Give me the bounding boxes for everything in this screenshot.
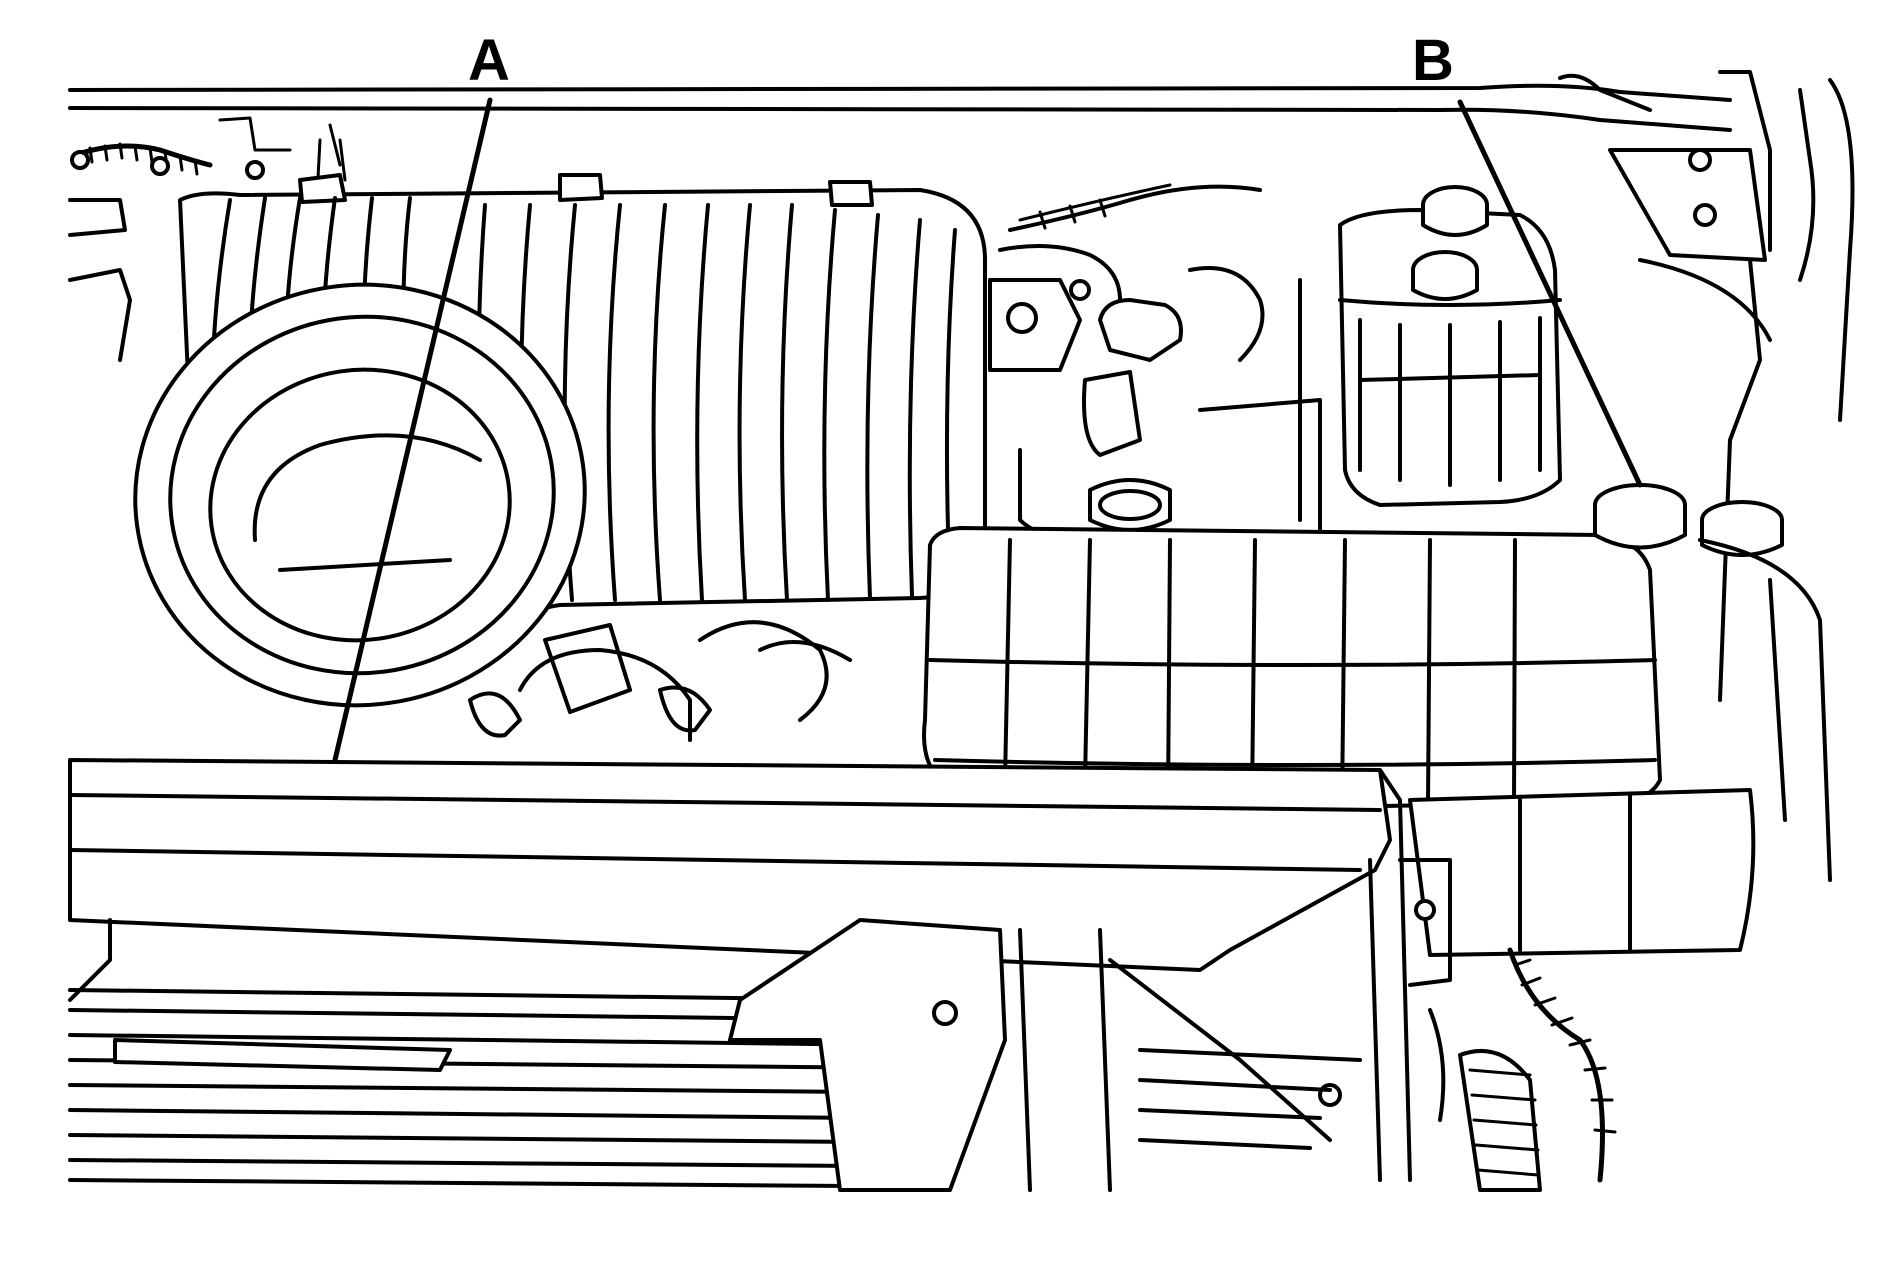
lower-hoses [468, 620, 852, 742]
callout-label-b: B [1412, 28, 1454, 93]
middle-components [988, 183, 1322, 538]
master-cylinder-reservoir [1298, 185, 1562, 522]
leader-line-a [332, 97, 493, 763]
right-mount-bracket [1608, 148, 1772, 702]
callout-b: B [1412, 28, 1643, 488]
callout-a: A [332, 28, 510, 763]
hood-edge [68, 70, 1855, 422]
leader-line-b [1457, 99, 1643, 488]
lower-right-harness [1428, 947, 1617, 1192]
duct-inlet-ring [133, 282, 587, 708]
callout-label-a: A [468, 28, 510, 93]
radiator-support [68, 758, 1452, 1182]
radiator-core [68, 918, 1362, 1192]
wiring-harness-left [68, 142, 265, 362]
air-intake-duct [133, 138, 987, 708]
coolant-reservoir [922, 483, 1832, 957]
